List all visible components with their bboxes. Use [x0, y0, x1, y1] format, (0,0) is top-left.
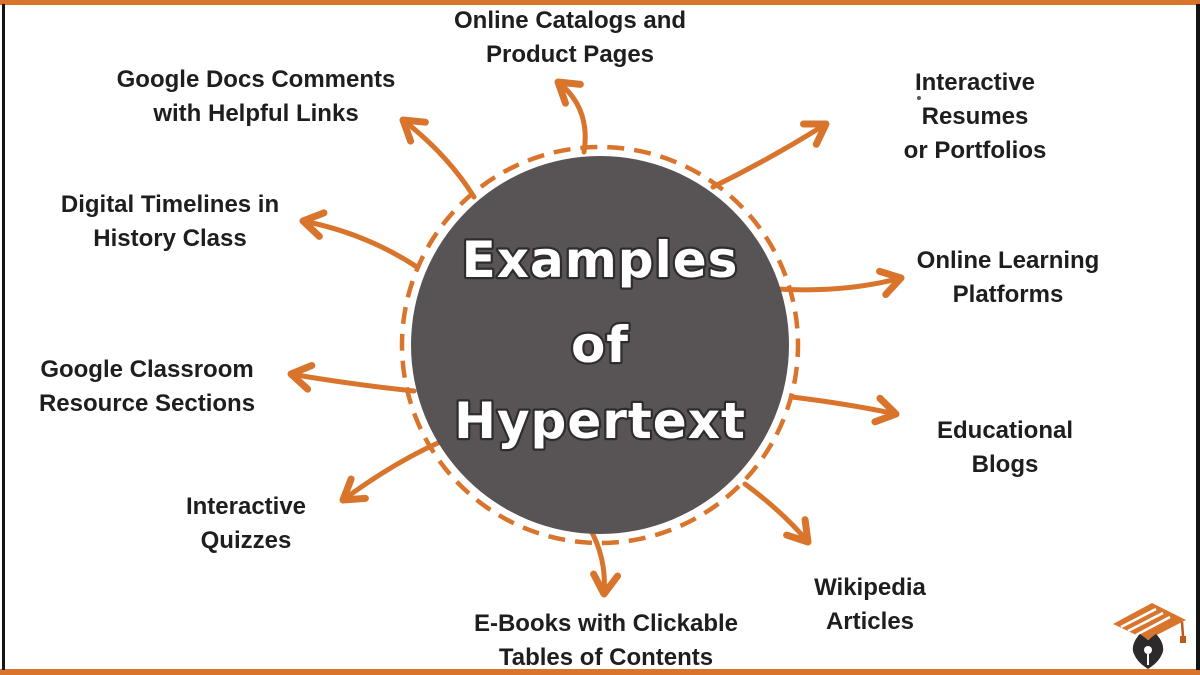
node-label-online-catalogs: Online Catalogs and Product Pages [453, 7, 687, 68]
node-label-educational-blogs: Educational Blogs [936, 417, 1074, 478]
arrow-educational-blogs [789, 394, 900, 426]
dashed-ring [399, 144, 801, 546]
center-title-line-3: Hypertext [454, 392, 746, 450]
arrow-digital-timelines [299, 209, 420, 270]
arrow-ebooks [586, 524, 622, 598]
frame-top-bar [0, 0, 1200, 5]
arrow-google-docs [399, 116, 477, 200]
frame-left-line [2, 4, 5, 670]
arrow-interactive-quizzes [339, 439, 443, 504]
arrow-online-learning [774, 267, 905, 299]
node-label-interactive-resumes: Interactive Resumes or Portfolios [903, 69, 1047, 164]
arrow-wikipedia-articles [742, 481, 812, 546]
frame-right-line [1196, 4, 1200, 670]
node-label-digital-timelines: Digital Timelines in History Class [60, 191, 280, 252]
graduation-cap-icon [1113, 603, 1186, 643]
frame-bottom-bar [0, 669, 1200, 675]
node-label-ebooks: E-Books with Clickable Tables of Content… [473, 610, 739, 671]
brand-logo [1113, 603, 1186, 669]
center-title-line-2: of [571, 316, 629, 374]
node-label-wikipedia-articles: Wikipedia Articles [814, 574, 926, 635]
stray-dot [917, 96, 921, 100]
node-label-google-docs: Google Docs Comments with Helpful Links [116, 66, 396, 127]
node-label-online-learning: Online Learning Platforms [916, 247, 1100, 308]
arrow-google-classroom [287, 361, 417, 394]
arrow-online-catalogs [554, 78, 588, 155]
node-label-interactive-quizzes: Interactive Quizzes [185, 493, 307, 554]
center-title-line-1: Examples [462, 231, 739, 289]
center-circle [411, 156, 789, 534]
node-label-google-classroom: Google Classroom Resource Sections [38, 356, 256, 417]
pen-nib-icon [1132, 634, 1164, 669]
arrow-interactive-resumes [710, 120, 830, 190]
